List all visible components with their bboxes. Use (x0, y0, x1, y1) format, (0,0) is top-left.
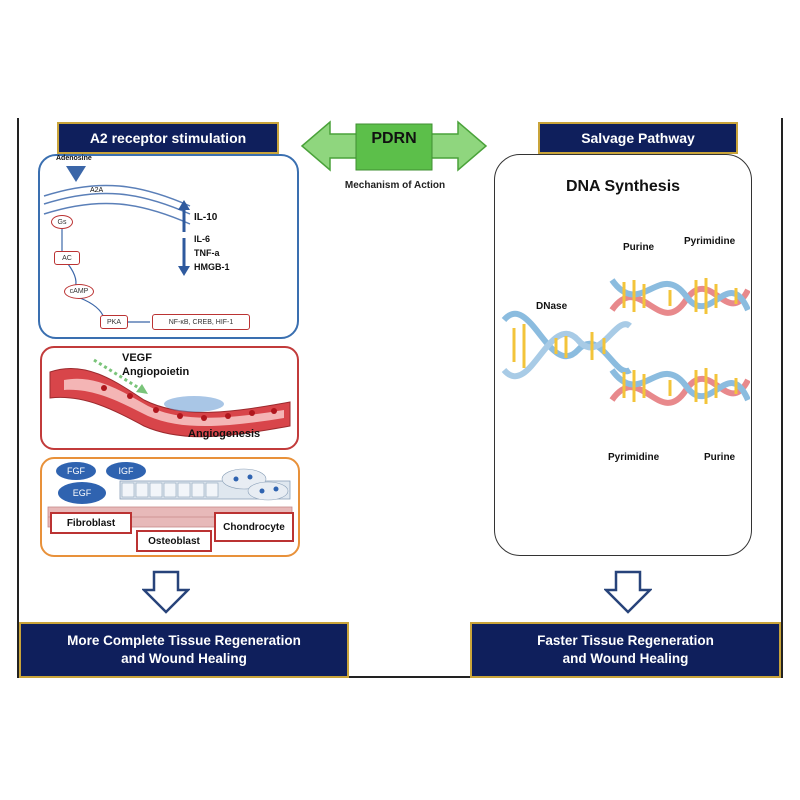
vegf-label: VEGF (122, 352, 152, 364)
membrane-line (43, 184, 191, 207)
down-arrow-head (178, 266, 190, 276)
pdrn-box (355, 123, 433, 171)
membrane-line (43, 202, 191, 225)
upper-helix (609, 278, 750, 316)
il6-label: IL-6 (194, 234, 211, 244)
hmgb1-label: HMGB-1 (194, 262, 230, 272)
membrane-diagram (43, 166, 191, 323)
camp-node: cAMP (64, 284, 94, 299)
gs-node: Gs (51, 215, 73, 229)
angiogenesis-panel (40, 346, 299, 450)
adenosine-label: Adenosine (56, 155, 92, 162)
lower-helix (609, 368, 750, 406)
osteoblast-box: Osteoblast (136, 530, 212, 552)
left-header: A2 receptor stimulation (57, 122, 279, 154)
chondrocyte-cluster (221, 468, 289, 501)
left-outcome-line1: More Complete Tissue Regeneration (67, 633, 301, 648)
egf-ellipse: EGF (58, 482, 106, 504)
mechanism-label: Mechanism of Action (344, 180, 446, 191)
a2a-label: A2A (90, 187, 104, 194)
membrane-line (43, 192, 191, 215)
factors-node: NF-κB, CREB, HIF-1 (152, 314, 250, 330)
dna-helix-illustration (501, 278, 750, 406)
right-header-label: Salvage Pathway (581, 130, 695, 146)
right-outcome-line1: Faster Tissue Regeneration (537, 633, 714, 648)
ac-node: AC (54, 251, 80, 265)
dnase-helix (501, 310, 632, 380)
chondrocyte-box: Chondrocyte (214, 512, 294, 542)
right-outcome-line2: and Wound Healing (562, 651, 689, 666)
receptor-pathway-panel (38, 154, 299, 339)
figure-frame (17, 118, 783, 678)
growth-factor-arrow-head (136, 384, 148, 394)
fgf-ellipse: FGF (56, 462, 96, 480)
pyrimidine-top-label: Pyrimidine (684, 236, 736, 247)
cell-row (121, 482, 219, 498)
blood-vessel-illustration (49, 358, 291, 438)
blood-cells (101, 385, 277, 421)
pdrn-double-arrow (300, 120, 488, 172)
pdrn-label: PDRN (371, 130, 417, 147)
up-arrow-head (178, 200, 190, 210)
left-down-arrow-icon (142, 570, 190, 614)
left-outcome-box: More Complete Tissue Regeneration and Wo… (19, 622, 349, 678)
right-header: Salvage Pathway (538, 122, 738, 154)
left-outcome-line2: and Wound Healing (121, 651, 247, 666)
pyrimidine-bottom-label: Pyrimidine (608, 452, 660, 463)
purine-top-label: Purine (623, 242, 655, 253)
pka-node: PKA (100, 315, 128, 329)
purine-bottom-label: Purine (704, 452, 736, 463)
dnase-label: DNase (536, 301, 568, 312)
vessel-lumen (64, 378, 284, 427)
dna-synthesis-title: DNA Synthesis (565, 178, 681, 195)
fibroblast-box: Fibroblast (50, 512, 132, 534)
right-outcome-box: Faster Tissue Regeneration and Wound Hea… (470, 622, 781, 678)
dna-synthesis-panel (494, 154, 752, 556)
right-down-arrow-icon (604, 570, 652, 614)
tnfa-label: TNF-a (194, 248, 220, 258)
growth-factor-panel (40, 457, 300, 557)
igf-ellipse: IGF (106, 462, 146, 480)
left-header-label: A2 receptor stimulation (89, 130, 247, 146)
il10-label: IL-10 (194, 212, 218, 223)
angiopoietin-label: Angiopoietin (122, 366, 190, 378)
angiogenesis-label: Angiogenesis (188, 428, 261, 440)
vessel-sprout (164, 396, 224, 412)
adenosine-receptor (66, 166, 86, 182)
